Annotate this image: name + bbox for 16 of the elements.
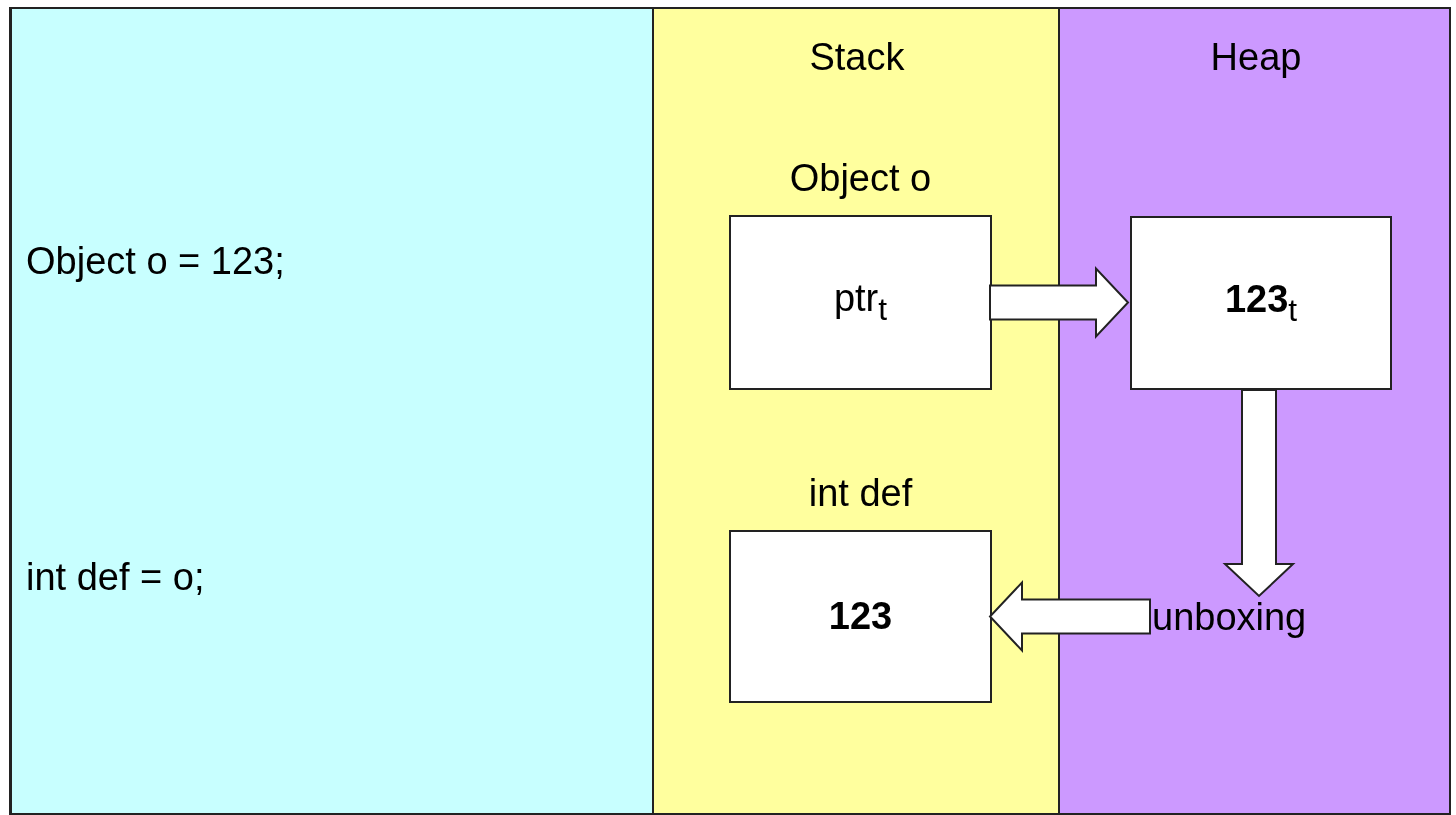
operation-label: unboxing xyxy=(1152,596,1307,639)
block-arrow xyxy=(1222,389,1296,598)
memory-panel xyxy=(10,8,652,815)
memory-panel xyxy=(1058,8,1450,815)
variable-label: Object o xyxy=(788,157,933,200)
memory-panel xyxy=(652,8,1058,815)
variable-label: int def xyxy=(807,472,914,515)
code-line: int def = o; xyxy=(26,556,205,599)
cell-value: 123 xyxy=(828,595,893,638)
panel-title: Heap xyxy=(1209,36,1303,79)
cell-value: ptr$_{t}$ xyxy=(833,277,888,328)
code-line: Object o = 123; xyxy=(26,240,285,283)
block-arrow xyxy=(989,265,1130,340)
panel-title: Stack xyxy=(808,36,906,79)
cell-value: 123$_{t}$ xyxy=(1224,277,1298,329)
block-arrow xyxy=(988,579,1151,654)
